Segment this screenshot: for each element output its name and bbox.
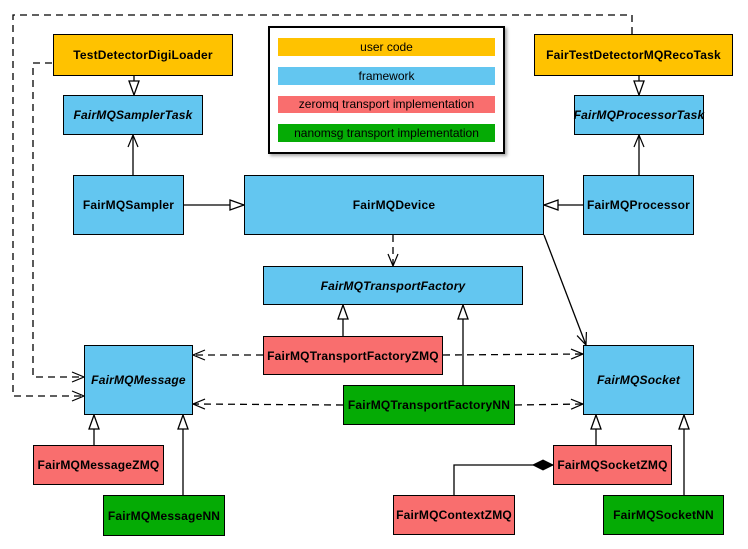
class-box-fairmqtransportfactory: FairMQTransportFactory [263, 266, 523, 305]
class-box-fairmqsamplertask: FairMQSamplerTask [63, 95, 203, 135]
class-label-fairmqtransportfactory: FairMQTransportFactory [320, 278, 466, 293]
class-label-fairtestdetectormqrecotask: FairTestDetectorMQRecoTask [546, 48, 721, 62]
class-label-fairmqsamplertask: FairMQSamplerTask [73, 108, 193, 122]
class-label-fairmqmessage: FairMQMessage [91, 373, 186, 387]
class-label-fairmqmessagenn: FairMQMessageNN [107, 508, 221, 523]
legend-box: user code framework zeromq transport imple… [268, 26, 505, 154]
edge-dep-fairmqtransportfactoryzmq-to-fairmqsocket [442, 348, 585, 360]
class-label-fairmqsocket: FairMQSocket [596, 373, 681, 387]
class-label-fairmqsocketzmq: FairMQSocketZMQ [557, 458, 668, 472]
class-box-fairtestdetectormqrecotask: FairTestDetectorMQRecoTask [534, 34, 733, 76]
class-box-fairmqsocket: FairMQSocket [583, 345, 694, 415]
legend-label-nanomsg: nanomsg transport implementation [294, 126, 479, 141]
class-label-fairmqtransportfactorynn: FairMQTransportFactoryNN [347, 398, 511, 412]
class-box-fairmqprocessortask: FairMQProcessorTask [574, 95, 704, 135]
legend-item-nanomsg: nanomsg transport implementation [278, 124, 495, 142]
class-label-fairmqcontextzmq: FairMQContextZMQ [396, 508, 512, 522]
legend-label-user_code: user code [360, 39, 413, 54]
class-label-testdetectordigiloader: TestDetectorDigiLoader [73, 48, 213, 62]
edge-dep-fairmqtransportfactorynn-to-fairmqmessage [191, 398, 344, 410]
class-box-fairmqdevice: FairMQDevice [244, 175, 544, 235]
class-box-fairmqmessage: FairMQMessage [84, 345, 193, 415]
edge-dep-fairmqtransportfactorynn-to-fairmqsocket [514, 398, 585, 410]
class-label-fairmqprocessortask: FairMQProcessorTask [573, 108, 705, 122]
legend-label-framework: framework [358, 68, 415, 83]
class-label-fairmqsampler: FairMQSampler [82, 198, 175, 212]
class-box-fairmqprocessor: FairMQProcessor [583, 175, 694, 235]
class-box-fairmqsampler: FairMQSampler [73, 175, 184, 235]
legend-label-zeromq: zeromq transport implementation [298, 97, 475, 112]
edge-assoc-fairmqdevice-to-fairmqsocket [543, 234, 587, 347]
class-label-fairmqsocketnn: FairMQSocketNN [613, 508, 714, 522]
edge-comp-fairmqcontextzmq-to-fairmqsocketzmq [453, 465, 553, 495]
class-box-testdetectordigiloader: TestDetectorDigiLoader [53, 34, 233, 76]
class-box-fairmqsocketnn: FairMQSocketNN [603, 495, 724, 535]
class-label-fairmqtransportfactoryzmq: FairMQTransportFactoryZMQ [267, 348, 439, 363]
class-label-fairmqmessagezmq: FairMQMessageZMQ [37, 458, 160, 472]
legend-item-framework: framework [278, 66, 495, 85]
class-label-fairmqprocessor: FairMQProcessor [586, 198, 691, 212]
class-box-fairmqtransportfactorynn: FairMQTransportFactoryNN [343, 385, 515, 425]
legend-item-user_code: user code [278, 38, 495, 56]
legend-item-zeromq: zeromq transport implementation [278, 95, 495, 114]
class-box-fairmqmessagenn: FairMQMessageNN [103, 495, 225, 536]
class-box-fairmqmessagezmq: FairMQMessageZMQ [33, 445, 164, 485]
class-box-fairmqtransportfactoryzmq: FairMQTransportFactoryZMQ [263, 336, 443, 375]
edge-dep-fairtestdetectormqrecotask-to-fairmqmessage [12, 14, 633, 402]
class-box-fairmqsocketzmq: FairMQSocketZMQ [553, 445, 672, 485]
class-label-fairmqdevice: FairMQDevice [352, 198, 436, 212]
class-box-fairmqcontextzmq: FairMQContextZMQ [393, 495, 515, 535]
